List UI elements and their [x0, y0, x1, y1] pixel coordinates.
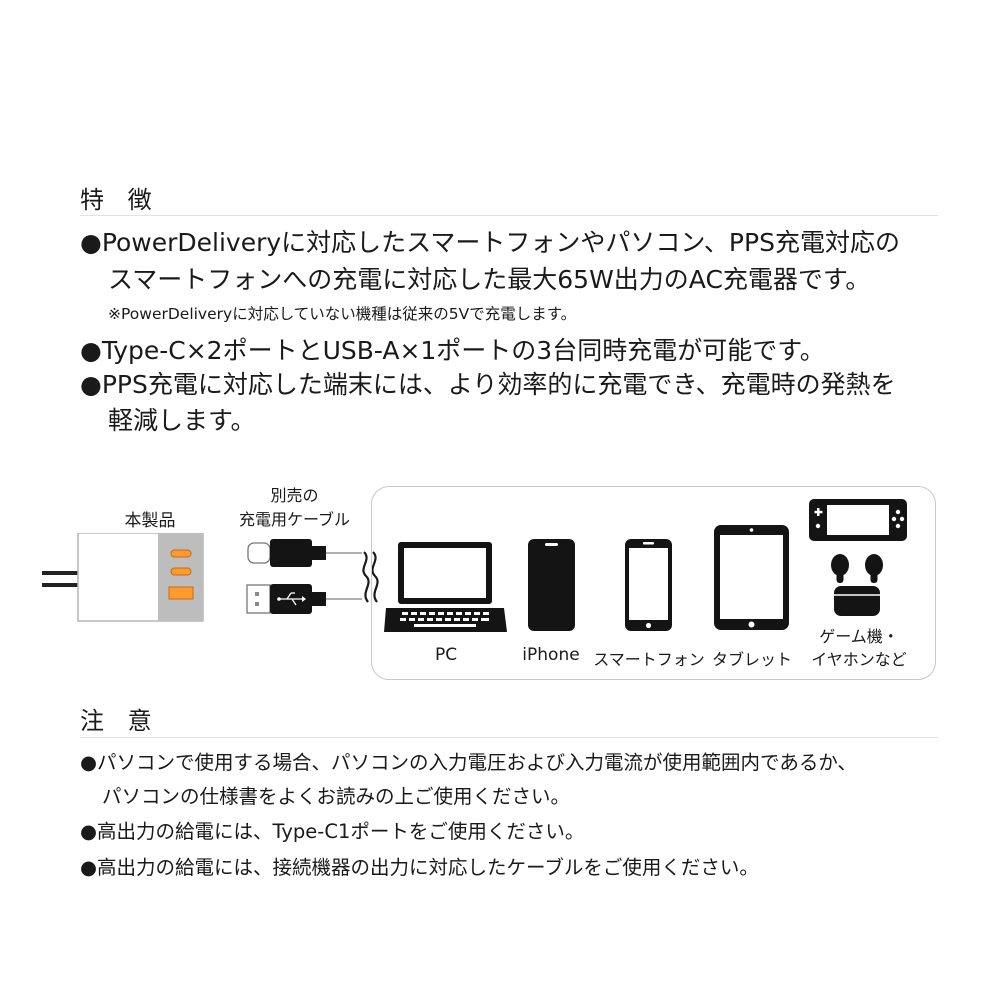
device-label-smartphone: スマートフォン	[593, 650, 705, 669]
device-label-pc: PC	[434, 645, 458, 665]
tablet-icon	[714, 525, 789, 630]
device-label-iphone: iPhone	[522, 645, 580, 665]
feature-item-3-line-2: 軽減します。	[108, 406, 256, 435]
connection-wave-icon	[362, 551, 379, 603]
charger-icon	[42, 533, 204, 622]
features-heading: 特 徴	[80, 186, 160, 214]
product-label: 本製品	[124, 511, 176, 531]
cautions-divider	[80, 737, 938, 738]
feature-item-2: ●Type-C×2ポートとUSB-A×1ポートの3台同時充電が可能です。	[80, 336, 825, 365]
feature-item-1-line-1: ●PowerDeliveryに対応したスマートフォンやパソコン、PPS充電対応の	[80, 228, 900, 257]
device-label-tablet: タブレット	[711, 650, 792, 669]
feature-item-1-line-2: スマートフォンへの充電に対応した最大65W出力のAC充電器です。	[108, 265, 871, 294]
caution-item-2: ●高出力の給電には、Type-C1ポートをご使用ください。	[80, 820, 585, 843]
features-divider	[80, 215, 938, 216]
caution-item-1-line-2: パソコンの仕様書をよくお読みの上ご使用ください。	[102, 785, 571, 808]
feature-item-3-line-1: ●PPS充電に対応した端末には、より効率的に充電でき、充電時の発熱を	[80, 370, 896, 399]
cable-icons	[246, 539, 362, 614]
cautions-heading: 注 意	[80, 707, 160, 735]
caution-item-3: ●高出力の給電には、接続機器の出力に対応したケーブルをご使用ください。	[80, 856, 759, 879]
cable-label-line-1: 別売の	[270, 486, 319, 505]
caution-item-1-line-1: ●パソコンで使用する場合、パソコンの入力電圧および入力電流が使用範囲内であるか、	[80, 751, 857, 774]
iphone-icon	[528, 539, 575, 631]
device-label-game-line-1: ゲーム機・	[819, 627, 899, 646]
feature-note: ※PowerDeliveryに対応していない機種は従来の5Vで充電します。	[108, 305, 577, 323]
device-label-game-line-2: イヤホンなど	[811, 650, 907, 669]
devices-panel	[371, 486, 936, 680]
game-console-icon	[809, 499, 907, 541]
laptop-icon	[384, 542, 507, 632]
cable-label-line-2: 充電用ケーブル	[238, 510, 351, 529]
smartphone-icon	[625, 539, 672, 631]
earphones-icon	[831, 554, 883, 616]
